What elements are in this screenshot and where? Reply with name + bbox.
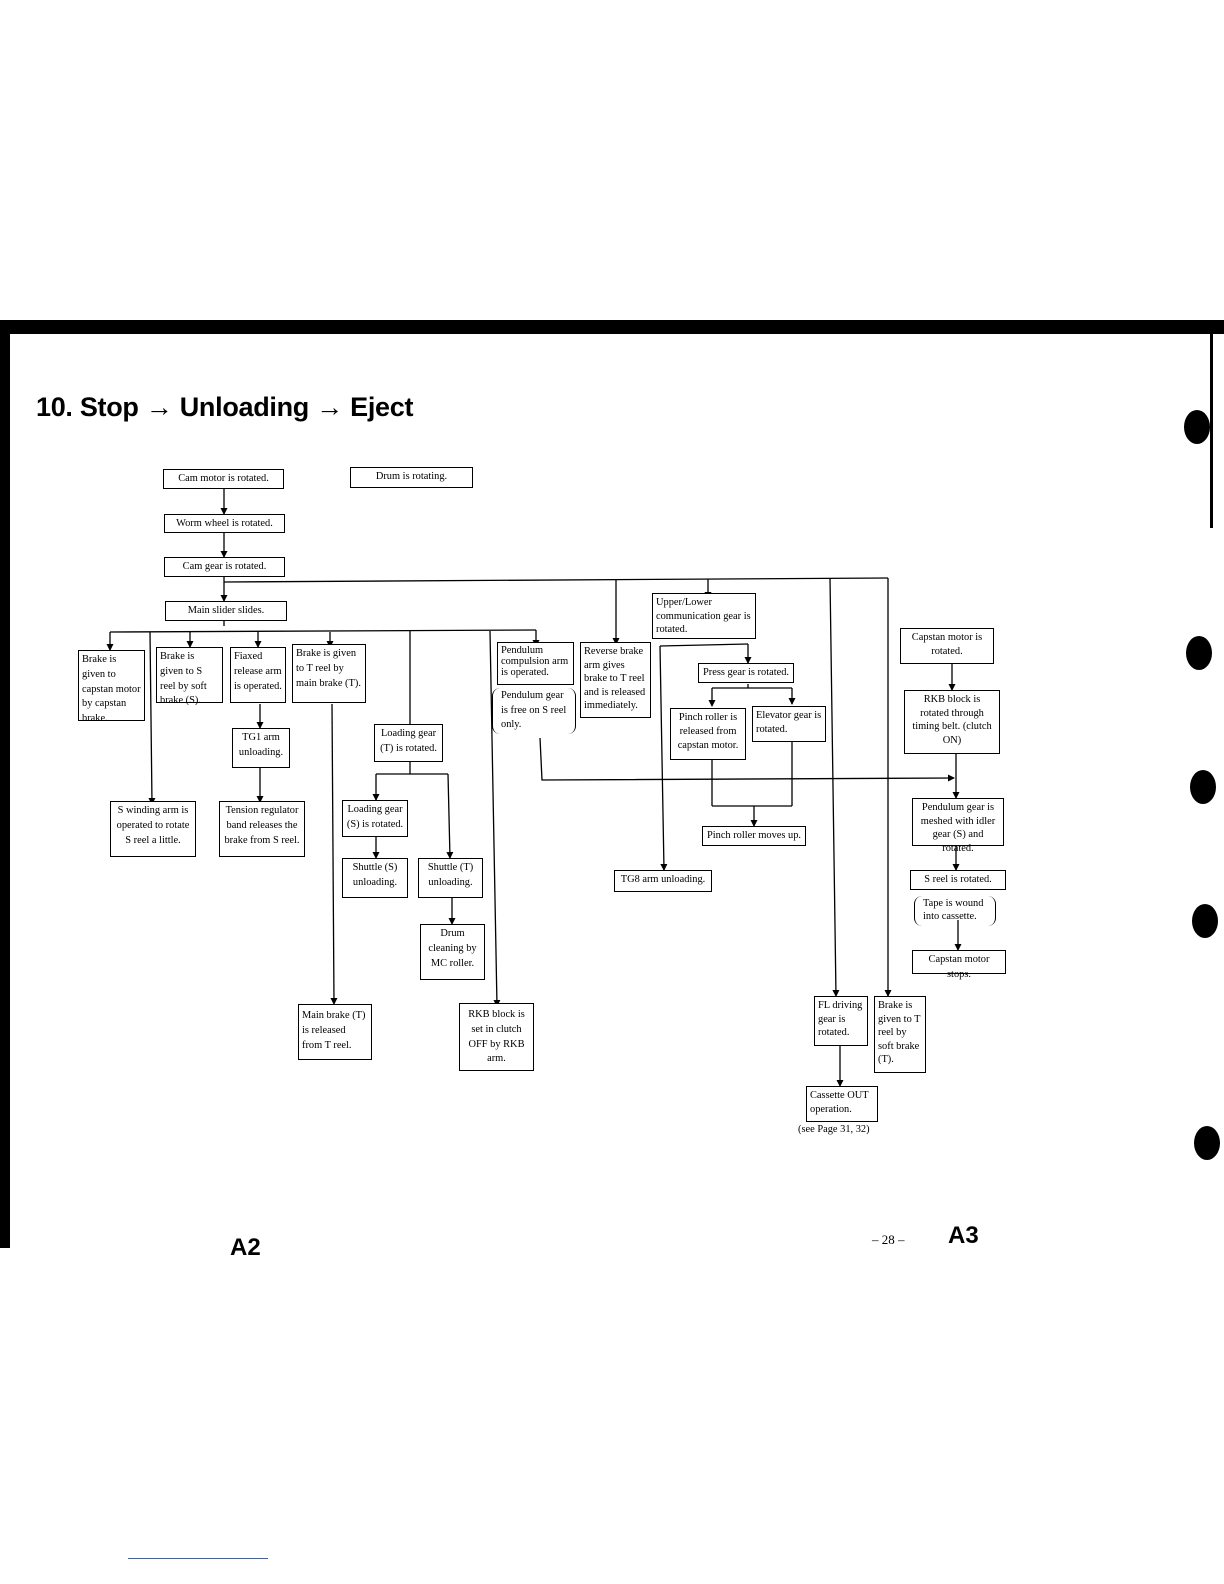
top-black-border xyxy=(0,320,1224,334)
elevator-gear-box: Elevator gear is rotated. xyxy=(752,706,826,742)
left-black-border xyxy=(0,320,10,1248)
binder-hole-icon xyxy=(1186,636,1212,670)
tg8-arm-box: TG8 arm unloading. xyxy=(614,870,712,892)
loading-gear-t-box: Loading gear (T) is rotated. xyxy=(374,724,443,762)
main-brake-released-box: Main brake (T) is released from T reel. xyxy=(298,1004,372,1060)
pinch-roller-released-box: Pinch roller is released from capstan mo… xyxy=(670,708,746,760)
pendulum-gear-meshed-box: Pendulum gear is meshed with idler gear … xyxy=(912,798,1004,854)
left-page-code: A2 xyxy=(230,1234,261,1261)
shuttle-s-box: Shuttle (S) unloading. xyxy=(342,858,408,898)
shuttle-t-box: Shuttle (T) unloading. xyxy=(418,858,483,898)
pinch-roller-up-box: Pinch roller moves up. xyxy=(702,826,806,846)
loading-gear-s-box: Loading gear (S) is rotated. xyxy=(342,800,408,837)
binder-hole-icon xyxy=(1190,770,1216,804)
fl-driving-gear-box: FL driving gear is rotated. xyxy=(814,996,868,1046)
reverse-brake-box: Reverse brake arm gives brake to T reel … xyxy=(580,642,651,718)
pendulum-free-note: Pendulum gear is free on S reel only. xyxy=(492,688,576,734)
brake-s-reel-box: Brake is given to S reel by soft brake (… xyxy=(156,647,223,706)
scan-artifact-line xyxy=(128,1558,268,1559)
page-code: A3 xyxy=(948,1222,979,1249)
upper-lower-gear-box: Upper/Lower communication gear is rotate… xyxy=(652,593,756,639)
tape-wound-note: Tape is wound into cassette. xyxy=(914,896,996,926)
brake-t-soft-box: Brake is given to T reel by soft brake (… xyxy=(874,996,926,1073)
rkb-block-timing-box: RKB block is rotated through timing belt… xyxy=(904,690,1000,754)
cam-motor-box: Cam motor is rotated. xyxy=(163,469,284,489)
rkb-clutch-off-box: RKB block is set in clutch OFF by RKB ar… xyxy=(459,1003,534,1071)
brake-t-reel-main-box: Brake is given to T reel by main brake (… xyxy=(292,644,366,703)
fiaxed-release-box: Fiaxed release arm is operated. xyxy=(230,647,286,703)
tension-regulator-box: Tension regulator band releases the brak… xyxy=(219,801,305,857)
worm-wheel-box: Worm wheel is rotated. xyxy=(164,514,285,533)
binder-hole-icon xyxy=(1194,1126,1220,1160)
binder-hole-icon xyxy=(1184,410,1210,444)
main-slider-box: Main slider slides. xyxy=(165,601,287,621)
tg1-arm-box: TG1 arm unloading. xyxy=(232,728,290,768)
right-edge-line xyxy=(1210,328,1213,528)
brake-capstan-box: Brake is given to capstan motor by capst… xyxy=(78,650,145,724)
see-page-reference: (see Page 31, 32) xyxy=(798,1124,870,1135)
cam-gear-box: Cam gear is rotated. xyxy=(164,557,285,577)
capstan-motor-rotated-box: Capstan motor is rotated. xyxy=(900,628,994,664)
capstan-motor-stops-box: Capstan motor stops. xyxy=(912,950,1006,980)
cassette-out-box: Cassette OUT operation. xyxy=(806,1086,878,1122)
page-number: – 28 – xyxy=(872,1232,905,1247)
drum-cleaning-box: Drum cleaning by MC roller. xyxy=(420,924,485,980)
drum-rotating-box: Drum is rotating. xyxy=(350,467,473,488)
s-reel-rotated-box: S reel is rotated. xyxy=(910,870,1006,890)
press-gear-box: Press gear is rotated. xyxy=(698,663,794,683)
binder-hole-icon xyxy=(1192,904,1218,938)
pendulum-compulsion-box: Pendulum compulsion arm is operated. xyxy=(497,642,574,685)
page-title: 10. Stop → Unloading → Eject xyxy=(36,392,414,422)
s-winding-arm-box: S winding arm is operated to rotate S re… xyxy=(110,801,196,857)
